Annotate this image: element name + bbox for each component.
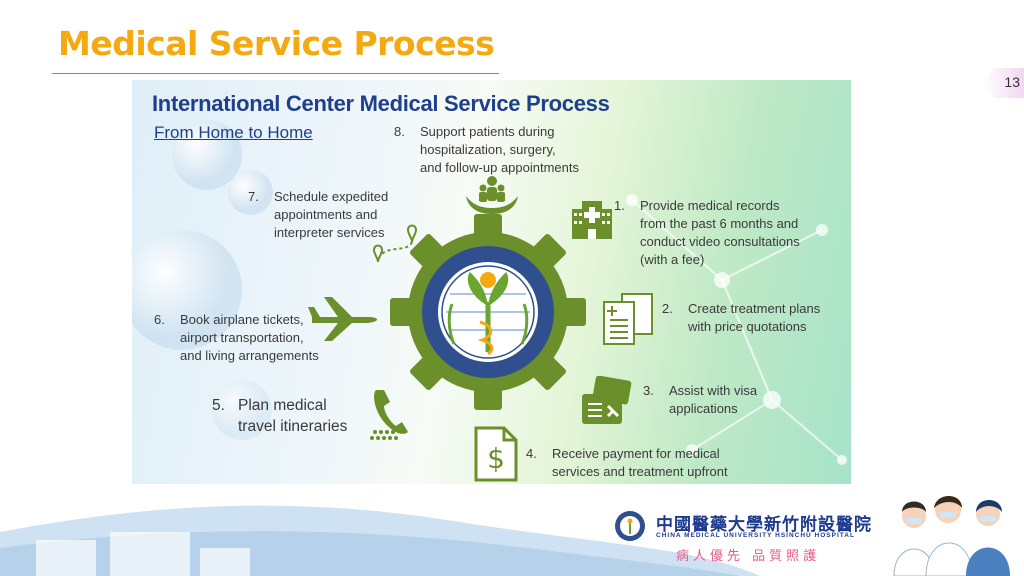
step-6-line: and living arrangements — [180, 348, 319, 363]
hospital-gear-emblem — [390, 214, 586, 410]
step-8-line: Support patients during — [420, 124, 555, 139]
step-3-line: Assist with visa — [669, 383, 758, 398]
step-7-line: interpreter services — [274, 225, 385, 240]
step-8-line: and follow-up appointments — [420, 160, 579, 175]
service-process-panel: International Center Medical Service Pro… — [132, 80, 851, 484]
step-6-line: Book airplane tickets, — [180, 312, 304, 327]
step-5-line: Plan medical — [238, 397, 327, 414]
medical-staff-illustration — [893, 496, 1010, 576]
panel-title: International Center Medical Service Pro… — [152, 91, 610, 116]
decor-bubble — [212, 380, 272, 440]
page-number-tag: 13 — [982, 68, 1024, 98]
step-8-line: hospitalization, surgery, — [420, 142, 556, 157]
hospital-logo-icon — [615, 511, 645, 541]
step-1-line: conduct video consultations — [640, 234, 800, 249]
decor-bubble — [172, 120, 242, 190]
step-1-line: from the past 6 months and — [640, 216, 799, 231]
documents-icon — [603, 293, 653, 345]
page-number: 13 — [1004, 74, 1020, 90]
family-care-icon — [466, 176, 518, 214]
step-2-line: with price quotations — [688, 319, 807, 334]
passport-visa-icon — [582, 376, 632, 424]
route-pin-icon — [372, 224, 418, 263]
step-4-line: Receive payment for medical — [552, 446, 720, 461]
airplane-icon — [308, 297, 378, 341]
title-divider — [52, 73, 499, 74]
phone-icon — [370, 390, 408, 440]
dollar-invoice-icon: $ — [474, 426, 518, 482]
hospital-building-icon — [572, 201, 612, 239]
step-4-line: services and treatment upfront — [552, 464, 728, 479]
svg-text:$: $ — [487, 442, 505, 475]
decor-bubble — [228, 170, 273, 215]
decor-bubble — [132, 230, 242, 350]
decor-molecule-lines — [626, 194, 847, 465]
hospital-motto: 病人優先 品質照護 — [676, 549, 821, 564]
step-1-line: Provide medical records — [640, 198, 780, 213]
panel-subtitle: From Home to Home — [154, 123, 313, 142]
step-1-line: (with a fee) — [640, 252, 705, 267]
hospital-name-cn: 中國醫藥大學新竹附設醫院 — [656, 515, 872, 535]
step-3-line: applications — [669, 401, 738, 416]
step-6-line: airport transportation, — [180, 330, 304, 345]
step-7-line: Schedule expedited — [274, 189, 389, 204]
slide-title: Medical Service Process — [58, 24, 495, 63]
step-5-line: travel itineraries — [238, 418, 348, 435]
hospital-name-en: CHINA MEDICAL UNIVERSITY HSINCHU HOSPITA… — [656, 532, 855, 539]
step-2-line: Create treatment plans — [688, 301, 821, 316]
step-7-line: appointments and — [274, 207, 378, 222]
footer-wave-backdrop — [0, 505, 760, 576]
